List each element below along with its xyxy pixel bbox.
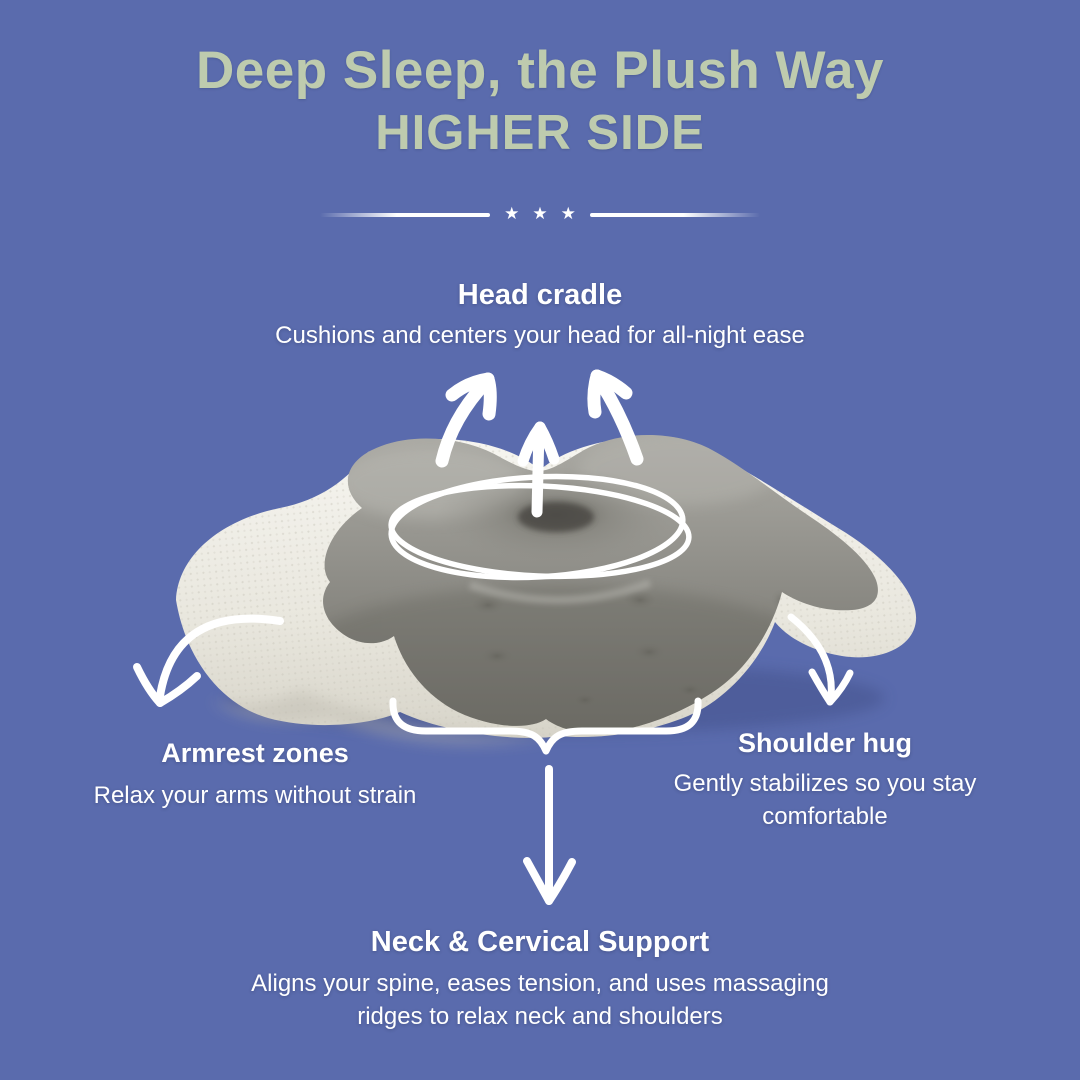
star-icon: ★ bbox=[504, 204, 520, 223]
annotation-head-cradle: Head cradle Cushions and centers your he… bbox=[0, 279, 1080, 352]
annotation-armrest: Armrest zones Relax your arms without st… bbox=[30, 738, 480, 812]
star-divider: ★ ★ ★ bbox=[0, 205, 1080, 223]
armrest-heading: Armrest zones bbox=[161, 738, 349, 768]
armrest-arrow bbox=[133, 614, 284, 707]
star-icon: ★ bbox=[532, 204, 548, 223]
title-line1: Deep Sleep, the Plush Way bbox=[196, 41, 884, 100]
neck-description: Aligns your spine, eases tension, and us… bbox=[251, 970, 829, 1031]
gray-contour-pillow bbox=[323, 435, 878, 733]
shoulder-description: Gently stabilizes so you stay comfortabl… bbox=[673, 770, 977, 831]
star-icon: ★ bbox=[560, 204, 576, 223]
divider-line-left bbox=[320, 212, 491, 217]
divider-stars: ★ ★ ★ bbox=[504, 205, 576, 222]
head-cradle-description: Cushions and centers your head for all-n… bbox=[275, 322, 805, 349]
head-cradle-arrows bbox=[435, 369, 644, 518]
neck-arrow bbox=[523, 765, 576, 905]
shoulder-heading: Shoulder hug bbox=[738, 728, 912, 758]
divider-line-right bbox=[589, 212, 760, 217]
shoulder-arrow bbox=[787, 613, 854, 706]
neck-brace bbox=[389, 697, 702, 755]
page-title: Deep Sleep, the Plush Way HIGHER SIDE bbox=[0, 40, 1080, 162]
armrest-description: Relax your arms without strain bbox=[93, 782, 417, 809]
head-cradle-heading: Head cradle bbox=[457, 279, 623, 311]
neck-heading: Neck & Cervical Support bbox=[370, 926, 710, 958]
title-line2: HIGHER SIDE bbox=[375, 105, 705, 160]
annotation-shoulder: Shoulder hug Gently stabilizes so you st… bbox=[635, 728, 1015, 833]
annotation-neck: Neck & Cervical Support Aligns your spin… bbox=[0, 926, 1080, 1033]
